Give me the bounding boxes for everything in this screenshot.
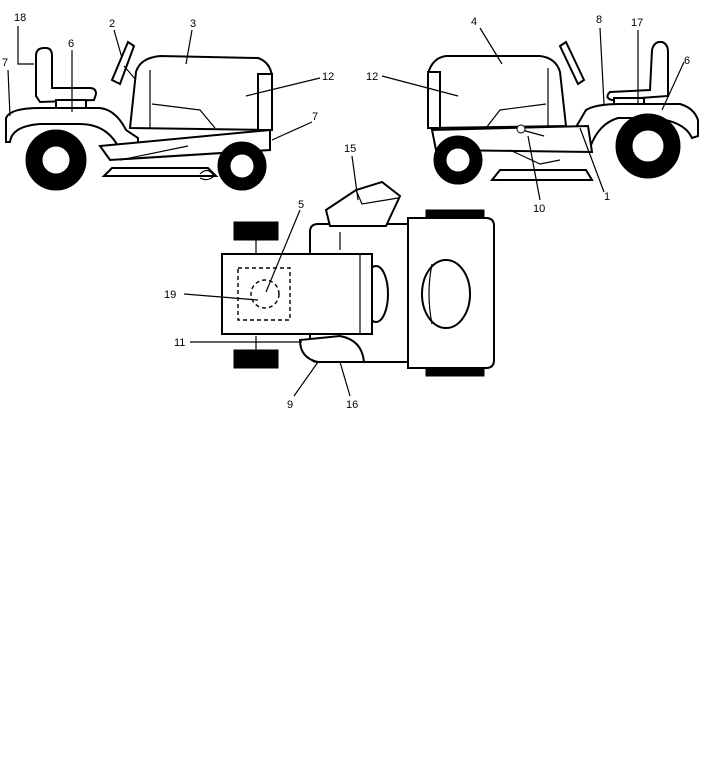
callout-label: 5 (298, 199, 304, 211)
callout-label: 1 (604, 191, 610, 203)
callout-label: 7 (312, 111, 318, 123)
front-right-wheel (233, 349, 279, 369)
steering-column (123, 65, 137, 81)
callout-label: 16 (346, 399, 358, 411)
front-wheel-hub (445, 147, 471, 173)
callout-label: 15 (344, 143, 356, 155)
callout-label: 12 (366, 71, 378, 83)
lift-lever (521, 129, 545, 137)
callout-label: 7 (2, 57, 8, 69)
seat-support (55, 99, 87, 109)
callout-label: 11 (174, 337, 185, 349)
callout-label: 3 (190, 18, 196, 30)
mower-deck (489, 169, 594, 181)
hood-contour (485, 103, 547, 129)
front-left-wheel (233, 221, 279, 241)
steering-wheel (110, 40, 136, 86)
hood-top (221, 253, 373, 335)
callout-label: 6 (684, 55, 690, 67)
front-wheel-hub (229, 153, 255, 179)
rear-wheel-hub (631, 129, 665, 163)
grille (257, 73, 273, 131)
callout-label: 2 (109, 18, 115, 30)
callout-label: 9 (287, 399, 293, 411)
callout-label: 12 (322, 71, 334, 83)
seat (606, 41, 669, 102)
grille (427, 71, 441, 129)
deck-chute (199, 169, 215, 181)
hood-contour (151, 103, 216, 129)
deck-link (509, 149, 561, 165)
seat (35, 47, 98, 104)
callout-label: 6 (68, 38, 74, 50)
hood (128, 54, 273, 132)
seat-top (421, 259, 471, 329)
decal-area (237, 267, 291, 321)
steering-wheel (558, 40, 586, 86)
rear-wheel-hub (41, 145, 71, 175)
callout-label: 10 (533, 203, 545, 215)
tractor-top-view: 15 5 19 11 9 16 (164, 143, 495, 411)
rear-fender (571, 103, 699, 149)
callout-label: 19 (164, 289, 176, 301)
lever-knob (516, 124, 526, 134)
deck-bulge (298, 334, 366, 363)
callout-label: 17 (631, 17, 643, 29)
callout-label: 4 (471, 16, 477, 28)
tractor-right-side-view: 4 8 17 6 12 10 1 (366, 14, 699, 215)
callout-label: 8 (596, 14, 602, 26)
tractor-left-side-view: 18 2 3 6 7 12 7 (2, 12, 334, 191)
deck-link (119, 145, 189, 161)
mower-deck (101, 167, 219, 177)
decal-circle (250, 279, 280, 309)
callout-label: 18 (14, 12, 26, 24)
hood (427, 55, 568, 130)
